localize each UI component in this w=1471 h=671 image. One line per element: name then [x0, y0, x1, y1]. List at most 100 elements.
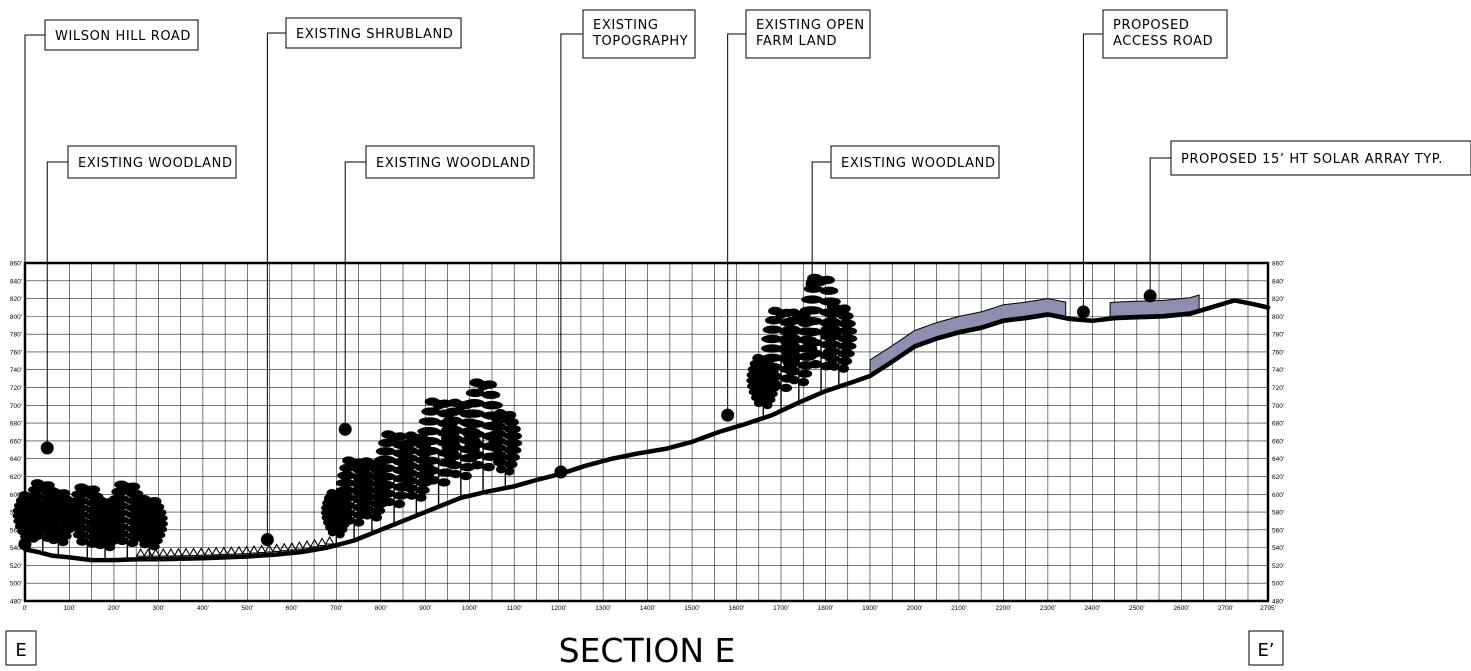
elevation-tick-left: 740'	[10, 367, 22, 374]
callout-leader	[24, 34, 45, 545]
callout-point	[40, 441, 54, 455]
elevation-tick-left: 540'	[10, 545, 22, 552]
shrub-icon	[188, 547, 199, 557]
elevation-tick-left: 500'	[10, 581, 22, 588]
callout-leader	[1082, 33, 1103, 312]
callout-point	[1143, 289, 1157, 303]
section-end-marker-box	[1248, 630, 1284, 666]
elevation-tick-left: 860'	[10, 261, 22, 268]
distance-tick: 1900'	[862, 605, 878, 612]
tree-icon	[131, 494, 168, 560]
distance-tick: 1100'	[507, 605, 522, 612]
callout-label: EXISTING OPEN	[756, 18, 865, 33]
tree-icon	[107, 480, 148, 560]
elevation-tick-right: 580'	[1272, 510, 1284, 517]
callout: WILSON HILL ROAD	[18, 19, 199, 551]
callout-point	[338, 422, 352, 436]
distance-tick: 2500'	[1129, 605, 1145, 612]
callout-label: TOPOGRAPHY	[592, 34, 688, 49]
callout-label: ACCESS ROAD	[1113, 34, 1213, 49]
distance-tick: 400'	[197, 605, 209, 612]
distance-tick: 700'	[330, 605, 342, 612]
elevation-tick-right: 480'	[1272, 599, 1284, 606]
shrub-icon	[241, 545, 252, 555]
elevation-tick-right: 520'	[1272, 563, 1284, 570]
shrub-icon	[233, 545, 244, 555]
elevation-tick-right: 540'	[1272, 545, 1284, 552]
elevation-tick-right: 840'	[1272, 278, 1284, 285]
distance-tick: 900'	[419, 605, 431, 612]
callout-point	[1076, 305, 1090, 319]
callout-box	[1102, 9, 1228, 59]
distance-tick: 300'	[152, 605, 164, 612]
shrub-icon	[286, 541, 297, 551]
elevation-tick-right: 640'	[1272, 456, 1284, 463]
proposed-solar-arrays	[869, 294, 1200, 375]
shrub-icon	[309, 538, 320, 548]
tree-icon	[440, 398, 481, 498]
elevation-tick-left: 720'	[10, 385, 22, 392]
distance-tick: 2100'	[951, 605, 967, 612]
shrub-icon	[317, 537, 328, 547]
elevation-tick-right: 800'	[1272, 314, 1284, 321]
section-title: SECTION E	[559, 631, 736, 670]
distance-tick: 0'	[23, 605, 28, 612]
shrub-icon	[226, 546, 237, 555]
shrub-icon	[150, 548, 161, 557]
distance-tick: 2700'	[1218, 605, 1234, 612]
callout: EXISTING WOODLAND	[338, 145, 535, 436]
elevation-tick-right: 620'	[1272, 474, 1284, 481]
elevation-tick-left: 840'	[10, 278, 22, 285]
distance-tick: 1000'	[462, 605, 478, 612]
callout: PROPOSED 15’ HT SOLAR ARRAY TYP.	[1143, 140, 1471, 303]
distance-tick: 1300'	[595, 605, 611, 612]
distance-tick: 2300'	[1040, 605, 1056, 612]
distance-tick: 600'	[286, 605, 298, 612]
elevation-tick-right: 720'	[1272, 385, 1284, 392]
callout: EXISTING WOODLAND	[40, 145, 237, 455]
shrub-icon	[203, 546, 214, 556]
elevation-tick-left: 620'	[10, 474, 22, 481]
section-start-marker-box	[5, 630, 37, 666]
callout-box	[44, 19, 199, 51]
callout-label: EXISTING WOODLAND	[376, 156, 531, 171]
callout-box	[1170, 140, 1471, 176]
callout-label: EXISTING WOODLAND	[78, 156, 233, 171]
callout-box	[67, 145, 237, 179]
woodland-trees	[12, 273, 858, 561]
section-end-marker: E’	[1257, 640, 1274, 661]
axis-tick-labels: 860'860'840'840'820'820'800'800'780'780'…	[10, 261, 1284, 613]
elevation-tick-left: 800'	[10, 314, 22, 321]
shrub-icon	[218, 546, 229, 556]
callout-point	[18, 537, 32, 551]
distance-tick: 1500'	[684, 605, 700, 612]
shrub-icon	[264, 543, 275, 553]
elevation-tick-left: 680'	[10, 421, 22, 428]
elevation-tick-right: 700'	[1272, 403, 1284, 410]
callout-label: EXISTING SHRUBLAND	[296, 27, 453, 42]
elevation-tick-left: 660'	[10, 438, 22, 445]
callout-box	[365, 145, 535, 179]
callout-leader	[344, 161, 366, 430]
shrub-icon	[165, 547, 176, 557]
distance-tick: 1200'	[551, 605, 567, 612]
shrub-icon	[302, 539, 312, 549]
elevation-tick-left: 480'	[10, 599, 22, 606]
distance-tick: 2795'	[1260, 605, 1276, 612]
elevation-tick-right: 600'	[1272, 492, 1284, 499]
callout-point	[554, 465, 568, 479]
callout-leader	[1149, 157, 1171, 296]
elevation-tick-right: 660'	[1272, 438, 1284, 445]
existing-ground-profile	[22, 298, 1271, 563]
callout-leader	[46, 161, 68, 449]
elevation-tick-left: 520'	[10, 563, 22, 570]
distance-tick: 1400'	[640, 605, 656, 612]
callout-box	[285, 17, 462, 49]
distance-tick: 500'	[241, 605, 253, 612]
shrub-icon	[135, 548, 146, 557]
shrub-icon	[196, 547, 207, 556]
shrub-icon	[271, 543, 282, 553]
